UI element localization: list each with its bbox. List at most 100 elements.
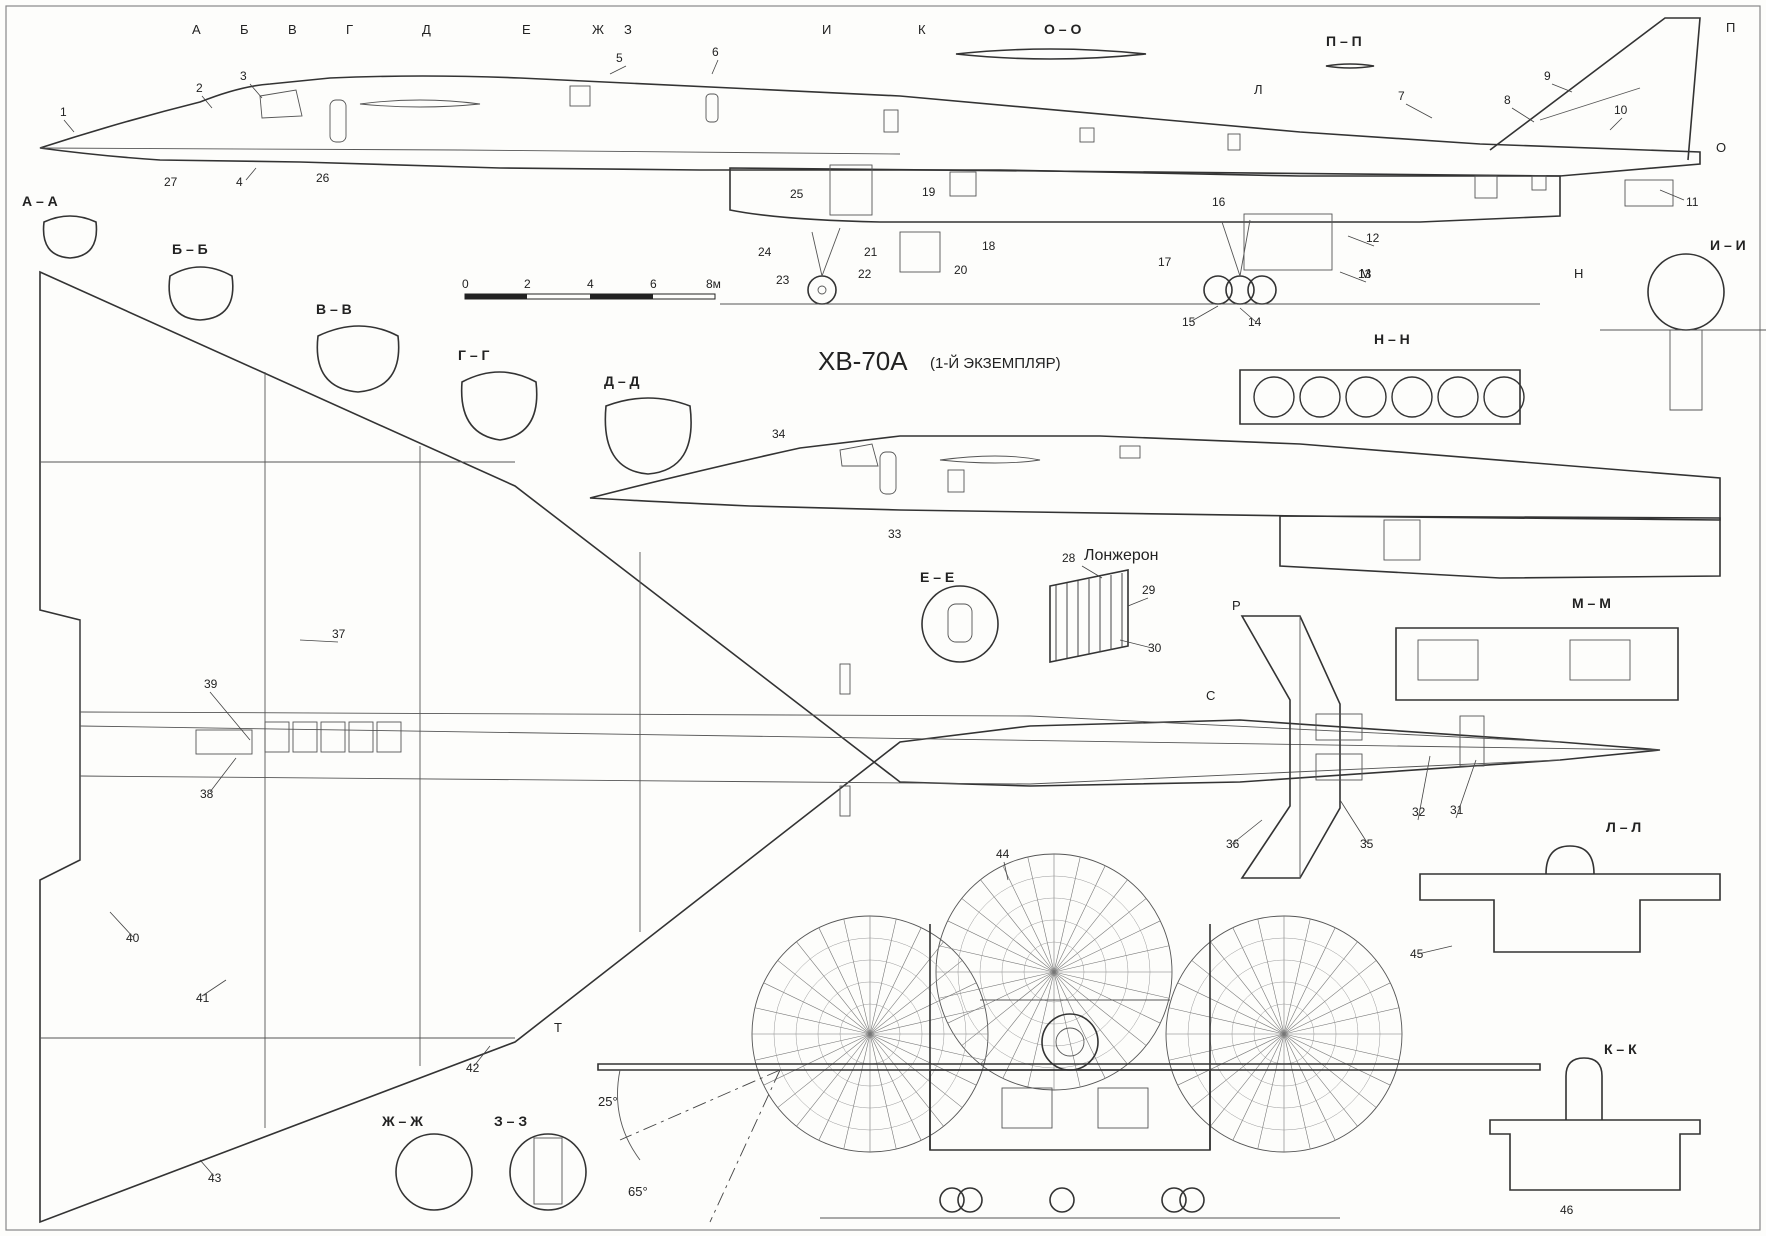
parachute-ray [947,920,1055,973]
parachute-ray [869,1033,922,1141]
station-letter: П [1726,20,1735,35]
section-title: М – М [1572,595,1611,611]
station-letter: В [288,22,297,37]
parachute-ray [843,918,871,1035]
parachute-ray [1283,918,1311,1035]
callout-number: 18 [982,239,996,253]
callout-number: 44 [996,847,1010,861]
callout-number: 1 [60,105,67,119]
station-letter: К [918,22,926,37]
parachute-ring [817,981,923,1087]
parachute-ray [1191,960,1285,1035]
side-view [39,17,1701,305]
section-title: О – О [1044,21,1081,37]
parachute-ray [938,971,1055,999]
parachute-ray [754,1033,871,1061]
spar-label: Лонжерон [1084,547,1158,564]
callout-number: 32 [1412,805,1426,819]
parachute-ray [980,879,1055,973]
callout-number: 13 [1358,267,1372,281]
parachute-ray [869,960,963,1035]
parachute-ray [777,960,871,1035]
callout-number: 10 [1614,103,1628,117]
parachute-ray [818,927,871,1035]
callout-number: 15 [1182,315,1196,329]
parachute-ring [1001,919,1107,1025]
station-letter: Л [1254,82,1263,97]
parachute-ray [1177,1033,1285,1086]
parachute-ring [795,959,945,1109]
parachute-ray [1168,1033,1285,1061]
scale-tick: 2 [524,277,531,291]
scale-tick: 0 [462,277,469,291]
section-title: Ж – Ж [381,1113,423,1129]
callout-number: 28 [1062,551,1076,565]
callout-number: 19 [922,185,936,199]
parachute-ring [1023,941,1085,1003]
parachute-ray [1283,1033,1336,1141]
parachute-ray [869,1033,944,1127]
callout-number: 40 [126,931,140,945]
section-title: Г – Г [458,347,490,363]
callout-number: 24 [758,245,772,259]
callout-number: 17 [1158,255,1172,269]
parachute-ray [763,1033,871,1086]
parachute-ray [1283,1033,1311,1150]
scale-tick: 6 [650,277,657,291]
station-letter: А [192,22,201,37]
station-letter: Н [1574,266,1583,281]
section-title: Е – Е [920,569,954,585]
station-letter: Д [422,22,431,37]
parachute-ring [1231,981,1337,1087]
parachute-ray [818,1033,871,1141]
parachute-ray [1053,971,1081,1088]
parachute-ring [979,897,1129,1047]
station-letter: М [1360,266,1371,281]
parachute-ray [1053,971,1106,1079]
station-letter: Р [1232,598,1241,613]
callout-number: 5 [616,51,623,65]
forward-profile-view [589,435,1721,579]
parachute-ray [1002,971,1055,1079]
callout-number: 8 [1504,93,1511,107]
callout-number: 6 [712,45,719,59]
callout-number: 3 [240,69,247,83]
section-title: Д – Д [604,373,640,389]
parachute-ray [1053,856,1081,973]
station-letter: Т [554,1020,562,1035]
scale-tick: 8м [706,277,721,291]
station-letter: И [822,22,831,37]
scale-tick: 4 [587,277,594,291]
callout-number: 12 [1366,231,1380,245]
engine-nozzle [1391,376,1433,418]
station-letter: Г [346,22,353,37]
callout-number: 20 [954,263,968,277]
title-main: XB-70A [818,346,908,376]
parachute-ray [869,941,944,1035]
parachute-ray [869,1033,986,1061]
parachute-ray [980,971,1055,1065]
parachute-ray [1257,1033,1285,1150]
callout-number: 30 [1148,641,1162,655]
parachute-ray [1210,941,1285,1035]
section-title: В – В [316,301,352,317]
engine-nozzle [1483,376,1525,418]
parachute-ray [1053,879,1128,973]
callout-number: 43 [208,1171,222,1185]
callout-number: 38 [200,787,214,801]
station-letter: Б [240,22,249,37]
cross-sections [42,48,1766,1211]
section-title: З – З [494,1113,527,1129]
section-title: Н – Н [1374,331,1410,347]
parachute-ray [961,971,1055,1046]
section-title: А – А [22,193,58,209]
callout-number: 11 [1686,195,1699,209]
parachute-ray [1053,865,1106,973]
engine-nozzle [1437,376,1479,418]
section-title: К – К [1604,1041,1637,1057]
station-letter: С [1206,688,1215,703]
parachute-ray [1002,865,1055,973]
parachute-ray [1210,1033,1285,1127]
parachute-ray [1053,945,1170,973]
callout-number: 26 [316,171,330,185]
